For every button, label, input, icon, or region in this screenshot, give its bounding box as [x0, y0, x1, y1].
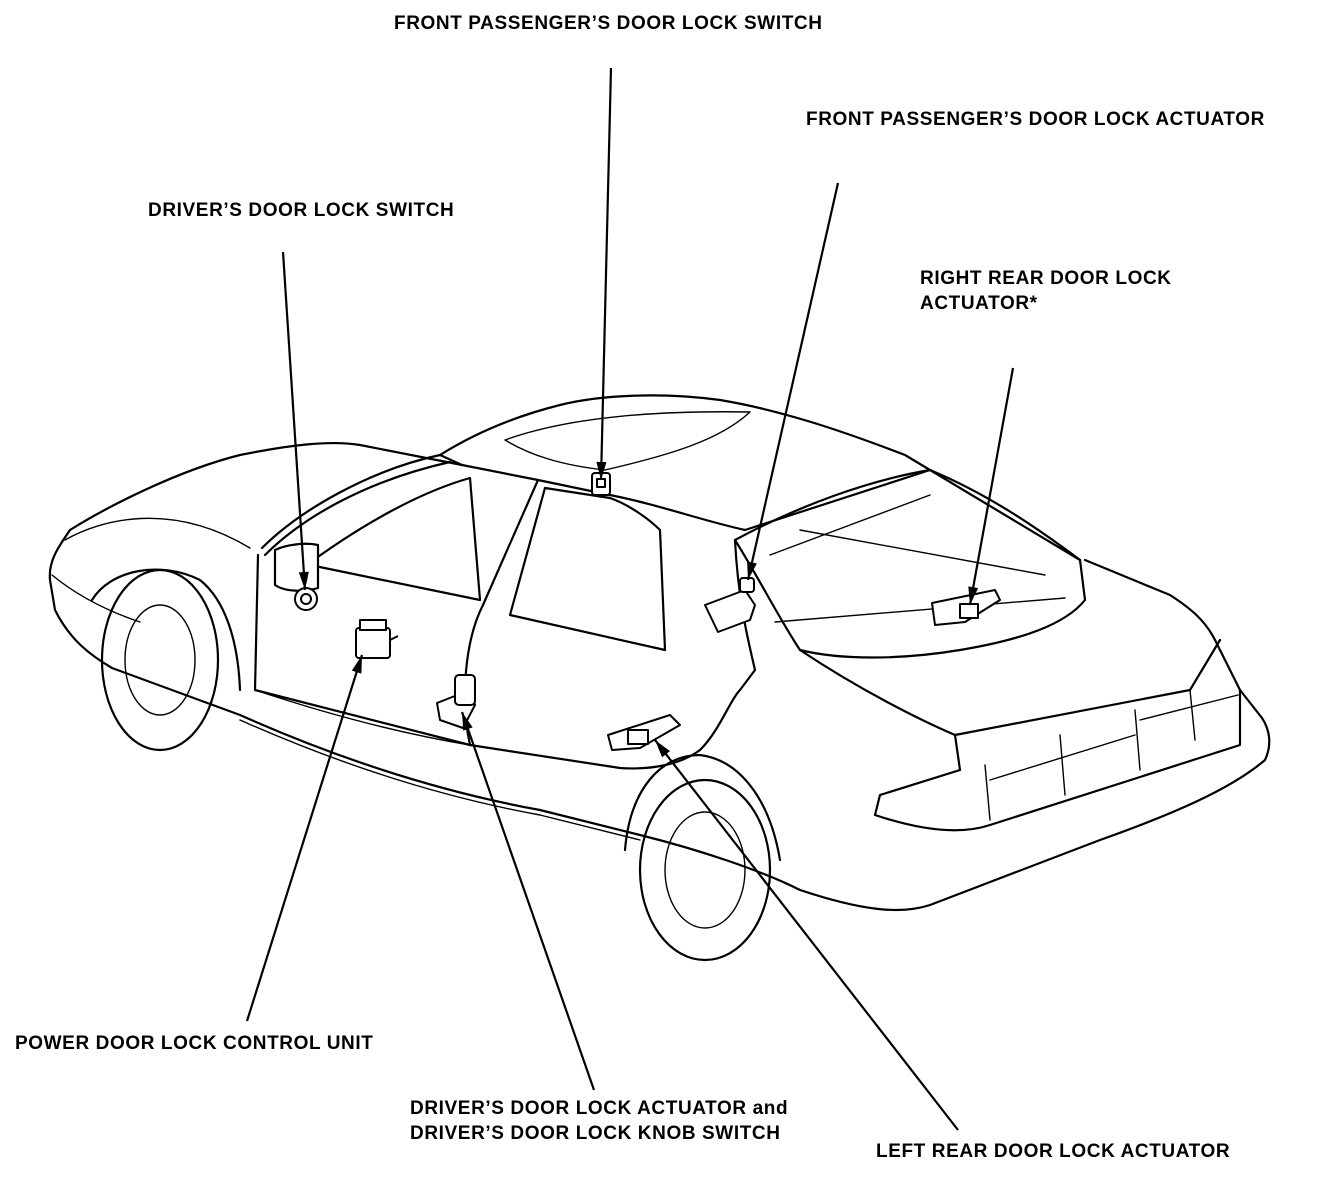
label-right-rear-actuator-line1: RIGHT REAR DOOR LOCK — [920, 268, 1172, 289]
car-windshield — [260, 453, 464, 550]
leader-front-passenger-switch-arrowhead — [596, 461, 607, 480]
label-drivers-switch: DRIVER’S DOOR LOCK SWITCH — [148, 200, 455, 221]
label-control-unit: POWER DOOR LOCK CONTROL UNIT — [15, 1033, 374, 1054]
drivers-switch-part — [294, 587, 318, 611]
leader-front-passenger-actuator — [746, 182, 840, 581]
leader-left-rear-actuator-arrowhead — [655, 740, 670, 758]
front-wheel — [100, 568, 220, 752]
label-left-rear-actuator: LEFT REAR DOOR LOCK ACTUATOR — [876, 1141, 1231, 1162]
label-drivers-actuator-line1: DRIVER’S DOOR LOCK ACTUATOR and — [410, 1098, 789, 1119]
right-rear-actuator-part — [931, 589, 1001, 626]
car-rear-window — [733, 468, 1087, 659]
label-front-passenger-actuator: FRONT PASSENGER’S DOOR LOCK ACTUATOR — [806, 109, 1265, 130]
car-front-window — [298, 476, 482, 602]
leader-drivers-switch-arrowhead — [298, 571, 309, 590]
front-passenger-actuator-part — [704, 577, 756, 633]
label-drivers-actuator-line2: DRIVER’S DOOR LOCK KNOB SWITCH — [410, 1123, 781, 1144]
rear-wheel — [638, 778, 772, 962]
leader-front-passenger-switch — [599, 67, 613, 481]
leader-right-rear-actuator-arrowhead — [968, 586, 979, 605]
leader-right-rear-actuator — [968, 367, 1015, 606]
label-right-rear-actuator-line2: ACTUATOR* — [920, 293, 1038, 314]
car-rear-side-window — [508, 486, 667, 652]
car-roof — [438, 394, 1082, 562]
leader-control-unit-arrowhead — [351, 655, 362, 674]
leader-control-unit — [245, 654, 364, 1022]
leader-lines — [245, 67, 1015, 1131]
leader-drivers-switch — [281, 251, 307, 591]
drivers-actuator-part — [436, 674, 476, 729]
control-unit-part — [355, 619, 399, 659]
car-body-outline — [48, 528, 1271, 912]
label-front-passenger-switch: FRONT PASSENGER’S DOOR LOCK SWITCH — [394, 13, 823, 34]
leader-front-passenger-actuator-arrowhead — [747, 561, 757, 580]
leader-drivers-actuator-arrowhead — [462, 712, 473, 731]
leader-left-rear-actuator — [654, 739, 959, 1131]
left-rear-actuator-part — [607, 714, 681, 751]
leader-drivers-actuator — [460, 711, 596, 1091]
